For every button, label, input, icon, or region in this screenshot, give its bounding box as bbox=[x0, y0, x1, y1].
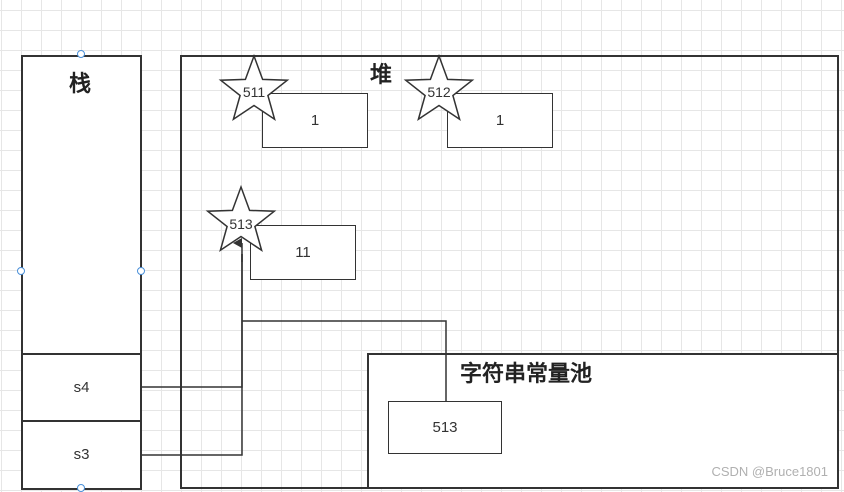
heap-object-511[interactable] bbox=[262, 93, 368, 148]
connector-s4-to-513 bbox=[142, 254, 243, 388]
string-pool-entry-label: 513 bbox=[432, 419, 458, 436]
star-label-513: 513 bbox=[229, 216, 253, 232]
stack-title: 栈 bbox=[69, 72, 92, 97]
star-icon-513 bbox=[205, 184, 277, 253]
stack-slot-s4-label: s4 bbox=[73, 379, 90, 396]
resize-handle-right[interactable] bbox=[137, 267, 145, 275]
star-label-512: 512 bbox=[427, 84, 451, 100]
watermark: CSDN @Bruce1801 bbox=[711, 464, 828, 479]
connector-pool-to-513 bbox=[242, 320, 447, 401]
heap-object-512-value: 1 bbox=[495, 112, 505, 129]
star-icon-512 bbox=[403, 53, 475, 122]
string-pool-title: 字符串常量池 bbox=[460, 362, 593, 387]
heap-object-513[interactable] bbox=[250, 225, 356, 280]
heap-object-511-value: 1 bbox=[310, 112, 320, 129]
string-pool-entry[interactable] bbox=[388, 401, 502, 454]
stack-slot-s3-label: s3 bbox=[73, 446, 90, 463]
heap-title: 堆 bbox=[370, 63, 393, 88]
star-label-511: 511 bbox=[242, 84, 266, 100]
heap-object-513-value: 11 bbox=[295, 244, 311, 261]
resize-handle-top[interactable] bbox=[77, 50, 85, 58]
connector-s3-to-513 bbox=[142, 254, 243, 456]
resize-handle-left[interactable] bbox=[17, 267, 25, 275]
stack-slot-s3[interactable] bbox=[21, 420, 142, 490]
star-icon-511 bbox=[218, 53, 290, 122]
heap-object-512[interactable] bbox=[447, 93, 553, 148]
